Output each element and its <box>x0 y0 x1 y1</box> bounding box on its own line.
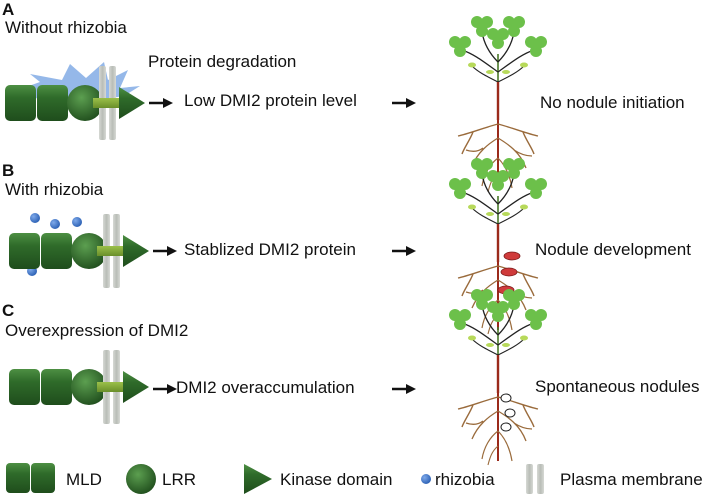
step-label-b: Stablized DMI2 protein <box>184 240 356 259</box>
legend-label-membrane: Plasma membrane <box>560 470 703 489</box>
legend-lrr-symbol <box>126 464 156 494</box>
panel-letter-c: C <box>2 301 15 320</box>
legend-mld-symbol <box>6 463 55 493</box>
red-nodules <box>497 251 521 295</box>
legend-kinase-symbol <box>244 464 272 494</box>
panel-letter-a: A <box>2 0 15 19</box>
outcome-label-c: Spontaneous nodules <box>535 377 700 396</box>
arrow-a1 <box>147 96 175 110</box>
condition-label-c: Overexpression of DMI2 <box>5 321 189 340</box>
outcome-label-a: No nodule initiation <box>540 93 685 112</box>
legend-rhizobia-symbol <box>421 474 431 484</box>
step-label-c: DMI2 overaccumulation <box>176 378 355 397</box>
condition-label-a: Without rhizobia <box>5 18 127 37</box>
receptor-protein-c <box>9 350 149 424</box>
plant-c <box>449 289 547 466</box>
condition-label-b: With rhizobia <box>5 180 104 199</box>
legend-label-lrr: LRR <box>162 470 197 489</box>
arrow-c1 <box>151 382 179 396</box>
legend-membrane-symbol <box>526 464 544 494</box>
arrow-b2 <box>390 244 418 258</box>
panel-letter-b: B <box>2 161 15 180</box>
arrow-b1 <box>151 244 179 258</box>
outcome-label-b: Nodule development <box>535 240 691 259</box>
step-label-a: Low DMI2 protein level <box>184 91 357 110</box>
arrow-a2 <box>390 96 418 110</box>
arrow-c2 <box>390 382 418 396</box>
legend-label-kinase: Kinase domain <box>280 470 393 489</box>
white-nodules <box>500 393 516 432</box>
plant-a <box>449 16 547 193</box>
degradation-annotation: Protein degradation <box>148 52 297 71</box>
legend-label-rhizobia: rhizobia <box>435 470 495 489</box>
legend-label-mld: MLD <box>66 470 102 489</box>
